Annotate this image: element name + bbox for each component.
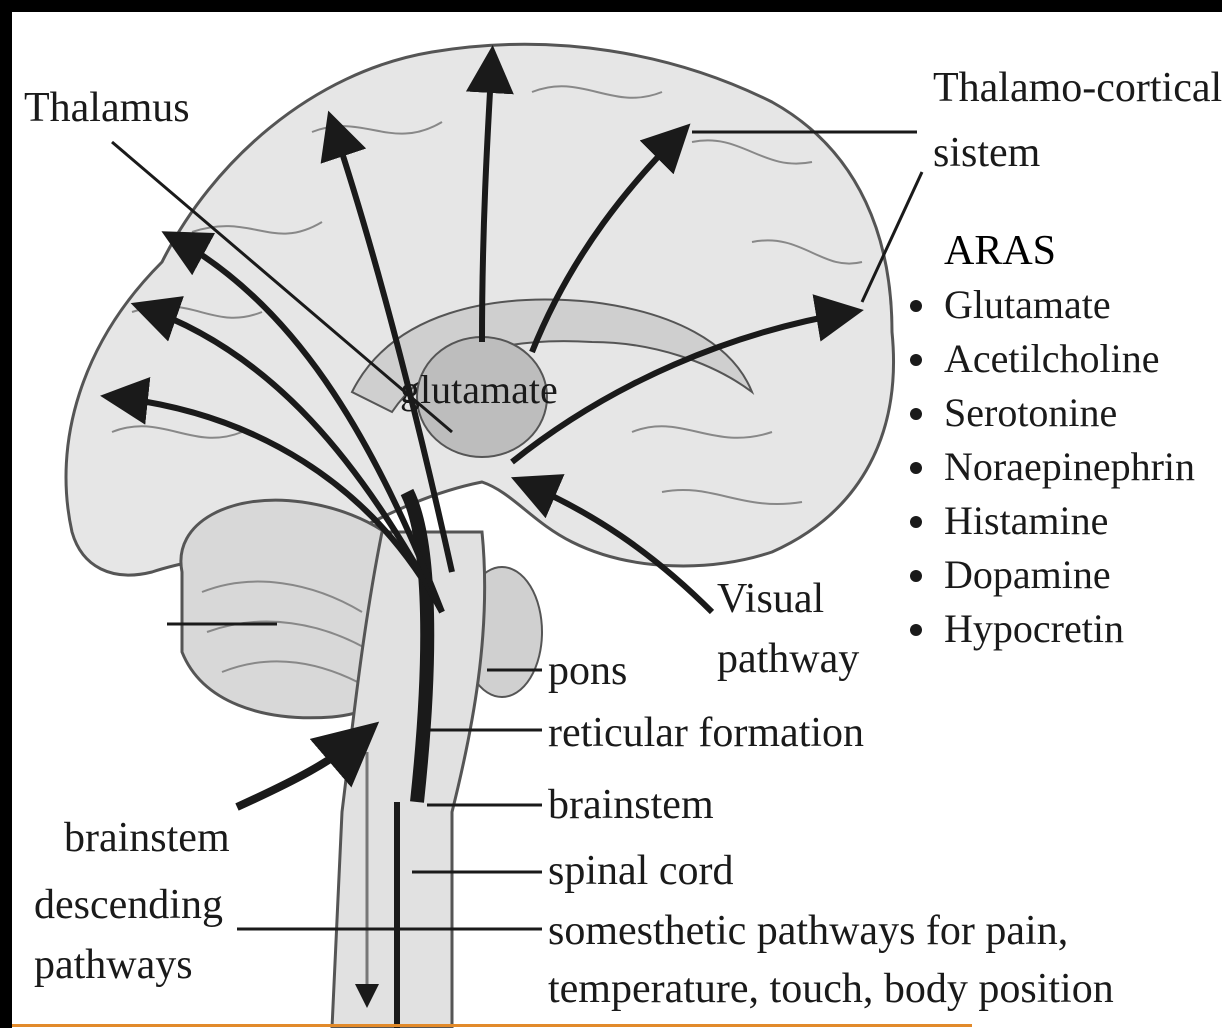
aras-item-label: Serotonine — [944, 390, 1117, 435]
aras-item-hypocretin: Hypocretin — [902, 602, 1195, 656]
aras-item-label: Glutamate — [944, 282, 1111, 327]
bullet-icon — [910, 516, 922, 528]
aras-item-histamine: Histamine — [902, 494, 1195, 548]
label-pons: pons — [548, 650, 627, 692]
aras-title: ARAS — [944, 230, 1195, 272]
accent-underline — [12, 1024, 972, 1027]
aras-item-noraepinephrin: Noraepinephrin — [902, 440, 1195, 494]
aras-item-label: Hypocretin — [944, 606, 1124, 651]
label-thalamo-cortical: Thalamo-cortical — [933, 67, 1222, 109]
bullet-icon — [910, 354, 922, 366]
label-visual: Visual — [717, 578, 824, 620]
label-thalamo-cortical-line2: sistem — [933, 132, 1040, 174]
label-reticular-formation: reticular formation — [548, 712, 864, 754]
label-thalamus: Thalamus — [24, 87, 190, 129]
label-somesthetic-line2: temperature, touch, body position — [548, 968, 1114, 1010]
label-somesthetic: somesthetic pathways for pain, — [548, 910, 1068, 952]
aras-item-dopamine: Dopamine — [902, 548, 1195, 602]
aras-item-glutamate: Glutamate — [902, 278, 1195, 332]
label-descending: descending — [34, 884, 223, 926]
label-descending-pathways: pathways — [34, 944, 193, 986]
aras-item-acetilcholine: Acetilcholine — [902, 332, 1195, 386]
bullet-icon — [910, 462, 922, 474]
bullet-icon — [910, 570, 922, 582]
label-spinal-cord: spinal cord — [548, 850, 733, 892]
diagram-frame: Thalamus Thalamo-cortical sistem glutama… — [12, 12, 1222, 1028]
label-glutamate: glutamate — [400, 370, 558, 410]
aras-item-label: Histamine — [944, 498, 1108, 543]
aras-item-serotonine: Serotonine — [902, 386, 1195, 440]
aras-item-label: Dopamine — [944, 552, 1111, 597]
aras-legend: ARAS Glutamate Acetilcholine Serotonine … — [902, 230, 1195, 656]
label-brainstem-left: brainstem — [64, 817, 230, 859]
label-visual-pathway: pathway — [717, 638, 859, 680]
aras-item-label: Acetilcholine — [944, 336, 1159, 381]
bullet-icon — [910, 300, 922, 312]
bullet-icon — [910, 624, 922, 636]
aras-list: Glutamate Acetilcholine Serotonine Norae… — [902, 278, 1195, 656]
aras-item-label: Noraepinephrin — [944, 444, 1195, 489]
label-brainstem-right: brainstem — [548, 784, 714, 826]
bullet-icon — [910, 408, 922, 420]
